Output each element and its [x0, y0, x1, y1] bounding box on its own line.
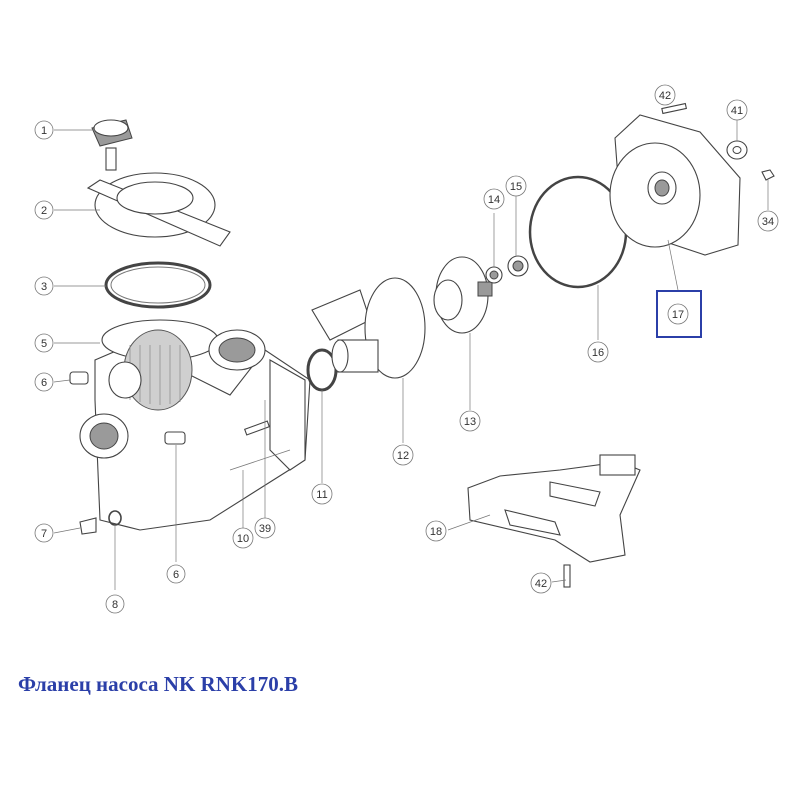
part-34-nut [761, 169, 775, 181]
svg-text:13: 13 [464, 416, 476, 428]
label-16: 16 [587, 341, 609, 363]
label-41: 41 [726, 99, 748, 121]
svg-text:34: 34 [762, 216, 774, 228]
label-15: 15 [505, 175, 527, 197]
part-2-lid-bracket [86, 172, 231, 247]
svg-text:17: 17 [672, 309, 684, 321]
label-13: 13 [459, 410, 481, 432]
part-41-washer [726, 140, 748, 160]
svg-text:42: 42 [659, 90, 671, 102]
part-1-knob [91, 119, 133, 171]
svg-text:5: 5 [41, 338, 47, 350]
label-34: 34 [757, 210, 779, 232]
svg-text:42: 42 [535, 578, 547, 590]
svg-text:12: 12 [397, 450, 409, 462]
svg-text:14: 14 [488, 194, 500, 206]
label-6a: 6 [34, 372, 54, 392]
label-2: 2 [34, 200, 54, 220]
part-15-seal-ring [507, 255, 529, 277]
label-14: 14 [483, 188, 505, 210]
label-10: 10 [232, 527, 254, 549]
svg-text:16: 16 [592, 347, 604, 359]
part-42-bolt-bottom [563, 564, 571, 588]
caption-title: Фланец насоса NK RNK170.B [18, 672, 298, 696]
label-1: 1 [34, 120, 54, 140]
svg-text:8: 8 [112, 599, 118, 611]
svg-text:7: 7 [41, 528, 47, 540]
svg-text:41: 41 [731, 105, 743, 117]
part-3-oring [104, 261, 212, 309]
svg-text:11: 11 [316, 489, 327, 501]
label-12: 12 [392, 444, 414, 466]
svg-text:10: 10 [237, 533, 249, 545]
part-7-plug [79, 517, 97, 535]
part-17-flange [609, 114, 741, 256]
label-6b: 6 [166, 564, 186, 584]
svg-text:3: 3 [41, 281, 47, 293]
part-42-bolt-top [661, 102, 688, 115]
part-12-diffuser [311, 277, 426, 379]
svg-text:1: 1 [41, 125, 47, 137]
label-7: 7 [34, 523, 54, 543]
label-3: 3 [34, 276, 54, 296]
svg-text:6: 6 [41, 377, 47, 389]
part-18-base [467, 454, 641, 563]
label-42b: 42 [530, 572, 552, 594]
part-39-screw [243, 420, 271, 436]
label-8: 8 [105, 594, 125, 614]
svg-text:2: 2 [41, 205, 47, 217]
label-17: 17 [667, 303, 689, 325]
label-5: 5 [34, 333, 54, 353]
svg-text:39: 39 [259, 523, 271, 535]
svg-text:18: 18 [430, 526, 442, 538]
leader-lines [53, 96, 769, 590]
part-6-drain-plugs [69, 371, 186, 445]
label-11: 11 [311, 483, 333, 505]
pump-body [79, 319, 311, 531]
label-42a: 42 [654, 84, 676, 106]
label-18: 18 [425, 520, 447, 542]
part-13-impeller [433, 256, 493, 334]
highlight-box-17 [656, 290, 702, 338]
part-14-seal [485, 266, 503, 284]
label-39: 39 [254, 517, 276, 539]
svg-text:15: 15 [510, 181, 522, 193]
svg-text:6: 6 [173, 569, 179, 581]
